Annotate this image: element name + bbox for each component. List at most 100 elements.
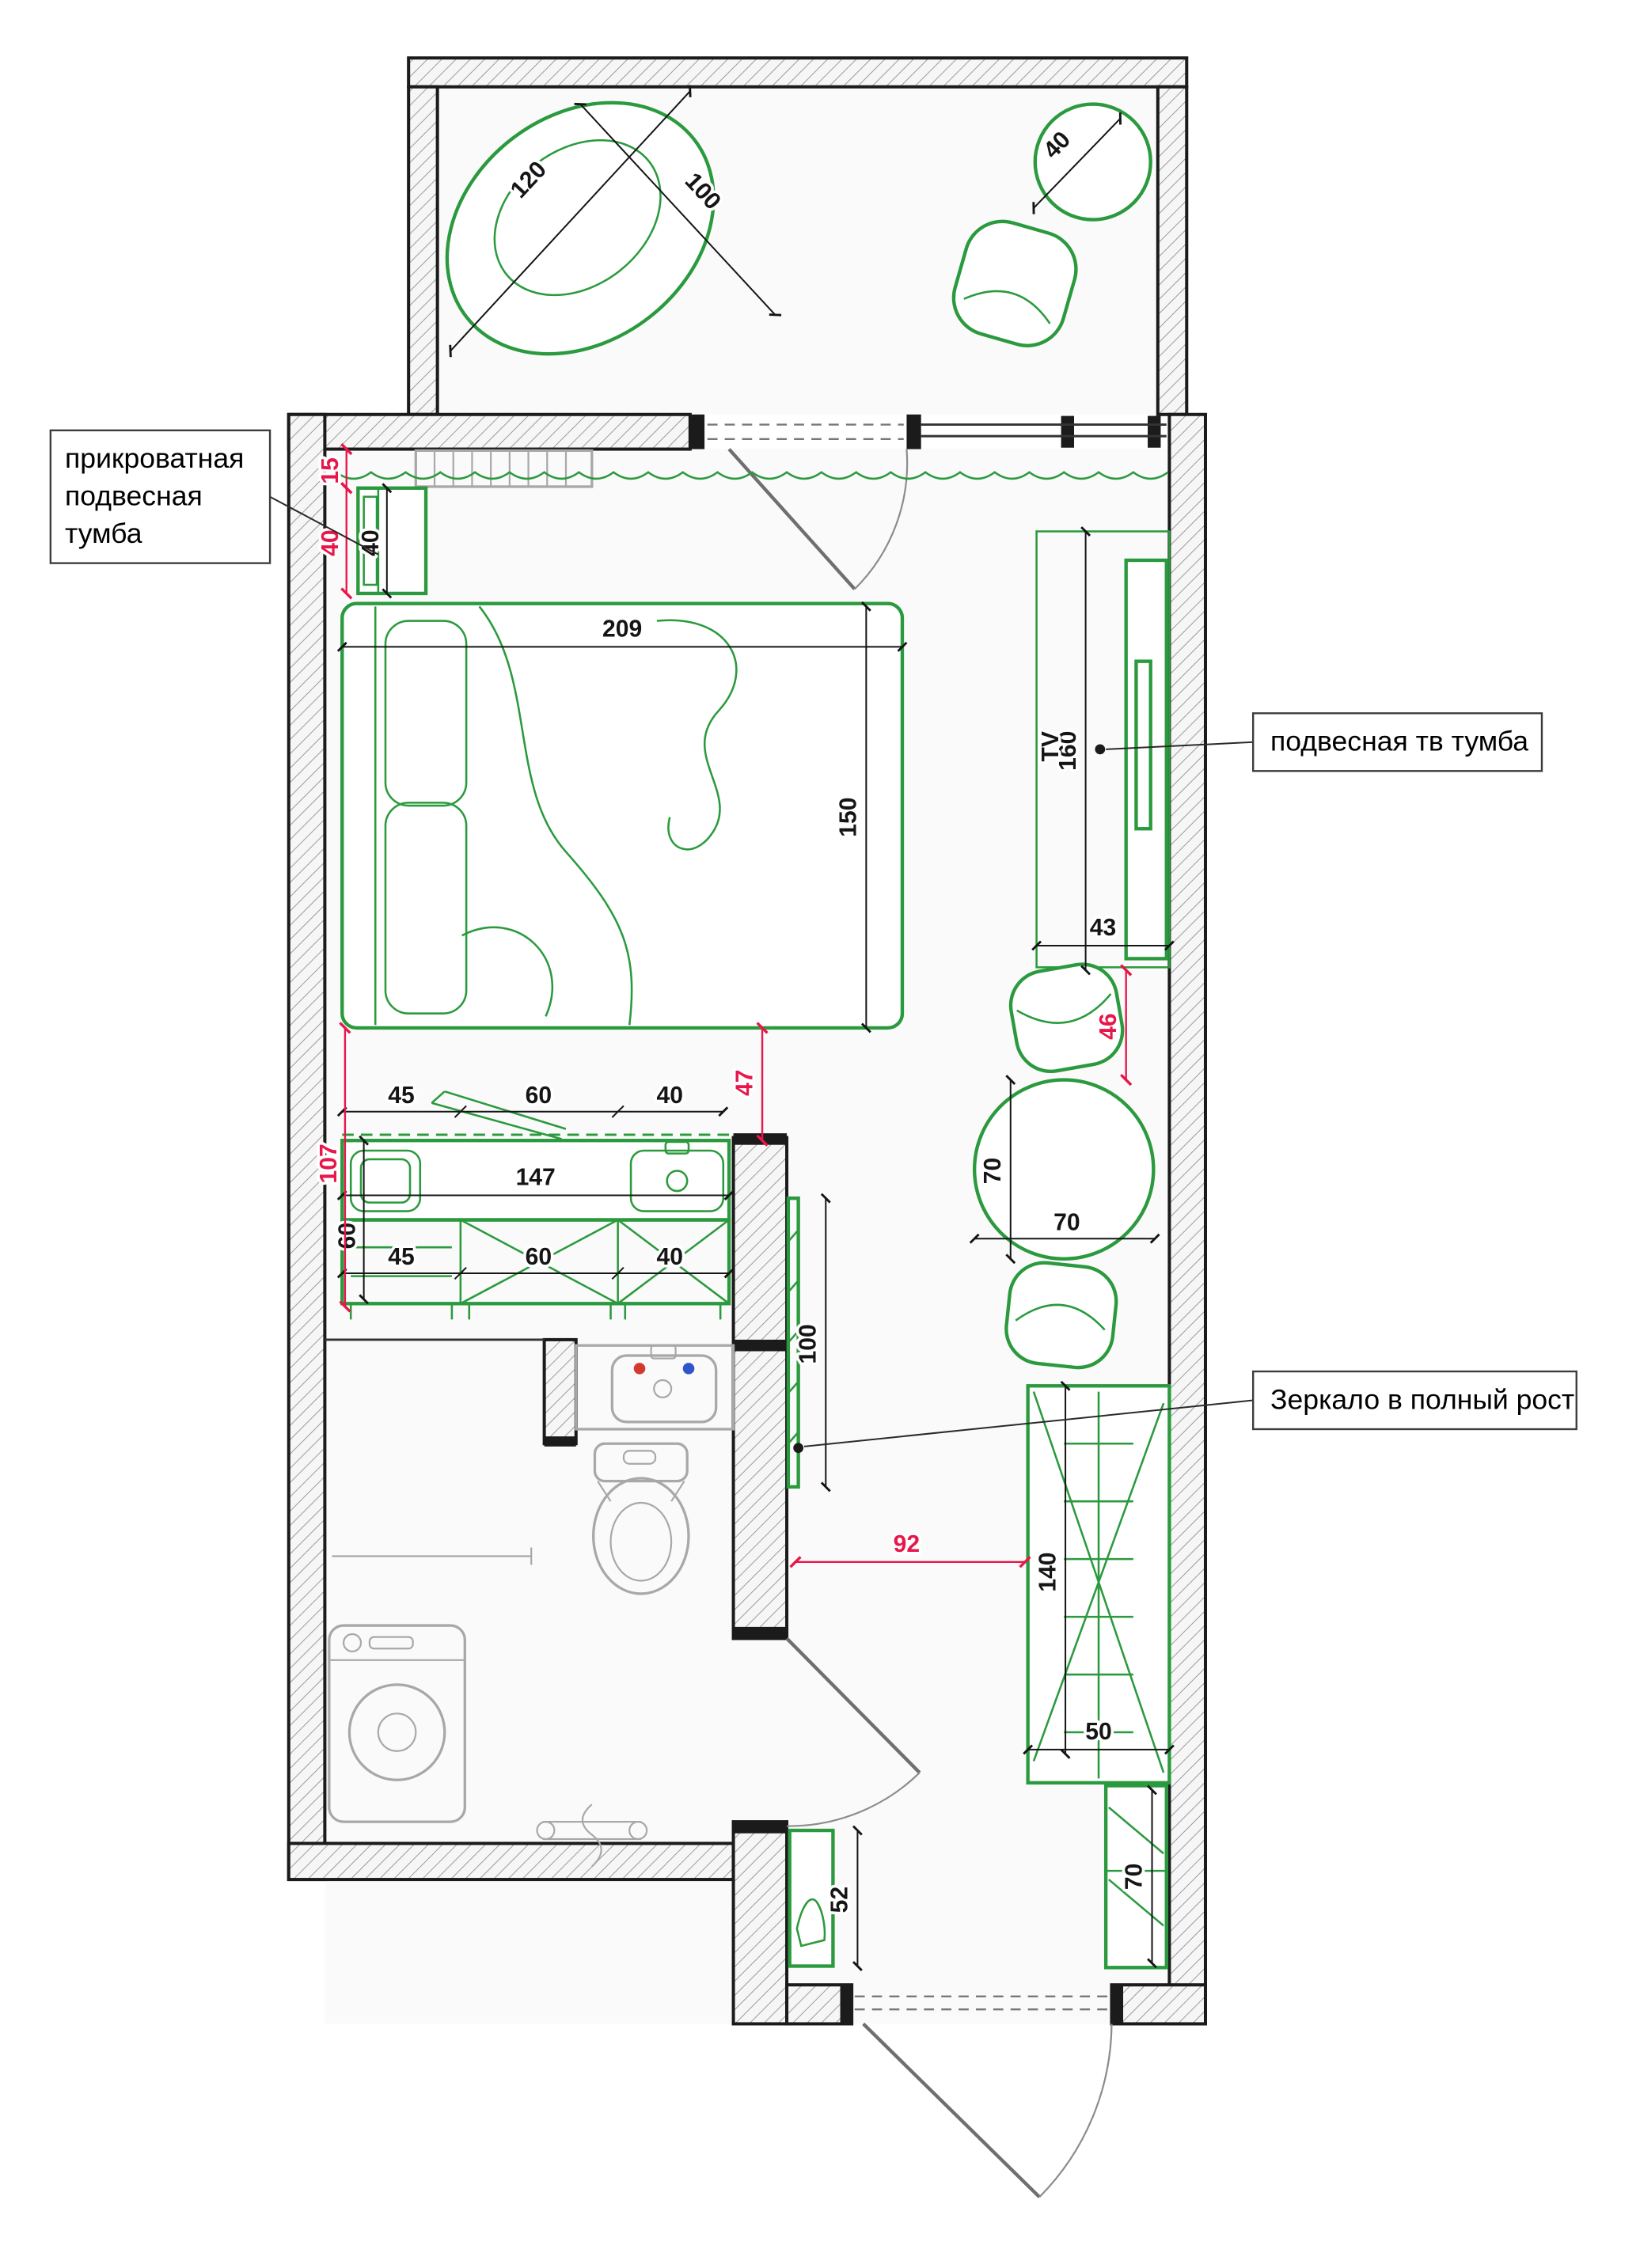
dim-mirror-height: 100	[792, 1193, 831, 1492]
bathroom-door-swing	[787, 1772, 921, 1827]
wardrobe	[1026, 1384, 1171, 1785]
wall-kitchen-column	[731, 1136, 789, 1640]
wall-entry-stub-right	[1110, 1983, 1207, 2026]
callout-tv: подвесная тв тумба	[1095, 712, 1543, 772]
dim-bedside-width-black: 40	[355, 483, 393, 599]
dim-bed-width-value: 150	[836, 798, 862, 837]
pillow-bottom	[384, 802, 468, 1015]
cap-bath-door-bottom	[733, 1822, 788, 1834]
bathroom-sink	[575, 1344, 735, 1431]
walls	[287, 56, 1207, 2026]
washing-machine	[328, 1624, 466, 1823]
callout-bedside: прикроватная подвесная тумба	[49, 429, 379, 564]
dimensions-black: 209 150 160 TV 43 45 60 40 147 6	[332, 85, 1175, 1971]
duvet-fold-1	[478, 605, 633, 1026]
dining-chair-top	[1008, 962, 1125, 1074]
dim-red-pass-kitchen-value: 107	[316, 1143, 342, 1183]
balcony-door-leaf	[727, 448, 856, 590]
dim-red-hall-clear: 92	[789, 1528, 1031, 1568]
dim-bed-length: 209	[336, 613, 908, 652]
tv-screen	[1134, 659, 1152, 831]
curtain	[336, 471, 1169, 480]
dim-bedside-width-black-value: 40	[358, 529, 384, 556]
callout-tv-leader	[1106, 741, 1254, 750]
towel-dryer-pipe	[581, 1803, 602, 1868]
dim-kitchen-bottom: 45 60 40	[336, 1241, 735, 1280]
dim-tv-length: 160	[1052, 526, 1091, 976]
dining-chair-bottom	[1004, 1261, 1118, 1370]
dim-red-pass-tv: 46	[1092, 964, 1133, 1087]
balcony-chair	[951, 219, 1078, 347]
wall-toilet-niche	[542, 1337, 578, 1446]
kitchen-counter	[340, 1090, 731, 1222]
callout-bedside-line1: прикроватная	[65, 442, 244, 474]
dim-kitchen-total: 147	[336, 1162, 735, 1200]
entry-door-swing	[1038, 2023, 1113, 2198]
dim-red-pass-kitchen: 107	[313, 1022, 351, 1313]
dim-table-width: 70	[969, 1207, 1160, 1244]
bed	[340, 601, 905, 1030]
faucet-icon	[650, 1344, 677, 1360]
shoe-icon	[795, 1898, 826, 1948]
wardrobe-hangers	[1064, 1442, 1133, 1734]
dim-kitchen-depth-value: 60	[335, 1223, 361, 1249]
callout-tv-anchor-dot	[1095, 744, 1106, 755]
wall-main-right	[1167, 412, 1207, 2026]
dim-tv-depth-value: 43	[1090, 915, 1116, 941]
callout-mirror-leader	[803, 1399, 1254, 1447]
wall-hall-column	[731, 1820, 789, 2026]
washer-knob	[343, 1633, 363, 1652]
dim-tv-depth: 43	[1031, 912, 1175, 951]
dim-kitchen-bottom-1: 45	[388, 1244, 414, 1270]
wall-bathroom-bottom	[287, 1841, 735, 1882]
dim-bed-length-value: 209	[602, 616, 642, 643]
entry-door-leaf	[862, 2022, 1041, 2198]
dim-kitchen-total-value: 147	[516, 1165, 556, 1191]
dim-red-gap-top-value: 15	[317, 457, 344, 484]
dim-wardrobe-depth: 50	[1023, 1716, 1175, 1755]
kitchen-sink	[629, 1149, 725, 1212]
cold-water-dot	[682, 1363, 695, 1375]
callout-bedside-line3: тумба	[65, 518, 142, 549]
dim-wardrobe-length-value: 140	[1034, 1552, 1061, 1591]
bathroom-door-leaf	[785, 1637, 921, 1774]
towel-dryer	[536, 1803, 648, 1868]
kitchen-faucet	[664, 1140, 690, 1155]
window-frame-mid	[1061, 415, 1075, 448]
dim-bed-width: 150	[833, 601, 871, 1033]
callout-mirror-anchor-dot	[793, 1443, 804, 1454]
jamb-entry-right	[1111, 1985, 1124, 2024]
shoe-bench	[788, 1828, 835, 1968]
dim-bench-length: 52	[824, 1825, 863, 1971]
dining-table	[972, 1078, 1156, 1261]
hot-water-dot	[633, 1363, 646, 1375]
radiator	[414, 449, 594, 488]
wall-main-top	[287, 412, 692, 451]
entry-door	[862, 2022, 1113, 2198]
jamb-entry-left	[840, 1985, 852, 2024]
dim-kitchen-bottom-2: 60	[526, 1244, 552, 1270]
dimensions-red: 15 40 47 107 46 92	[313, 442, 1133, 1568]
balcony-door-swing	[854, 449, 909, 590]
fixtures	[328, 449, 735, 1868]
dim-kitchen-top-3: 40	[657, 1083, 683, 1109]
dim-shoe-cabinet-value: 70	[1122, 1864, 1148, 1890]
wall-main-left	[287, 412, 327, 1882]
openings	[707, 423, 1167, 2011]
dim-red-pass-bed-value: 47	[731, 1070, 757, 1096]
tv-console	[1035, 530, 1171, 969]
callout-bedside-line2: подвесная	[65, 480, 203, 512]
wall-balcony-top	[407, 56, 1189, 89]
dim-tv-length-value: 160	[1055, 731, 1081, 771]
cap-column-top	[733, 1133, 788, 1145]
jamb-balcony-door-left	[689, 414, 705, 449]
callout-bedside-leader	[269, 495, 379, 556]
cap-bath-door-top	[733, 1626, 788, 1639]
pillow-top	[384, 620, 468, 807]
dim-table-width-value: 70	[1053, 1209, 1080, 1235]
dim-bench-length-value: 52	[827, 1887, 853, 1913]
wall-balcony-left	[407, 85, 439, 416]
dim-red-hall-clear-value: 92	[894, 1531, 920, 1557]
dim-kitchen-top-1: 45	[388, 1083, 414, 1109]
